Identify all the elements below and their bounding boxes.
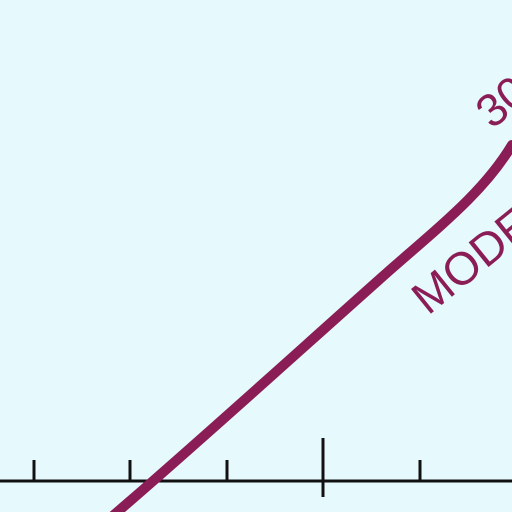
route-line (109, 140, 512, 512)
scale-bar (0, 438, 512, 497)
